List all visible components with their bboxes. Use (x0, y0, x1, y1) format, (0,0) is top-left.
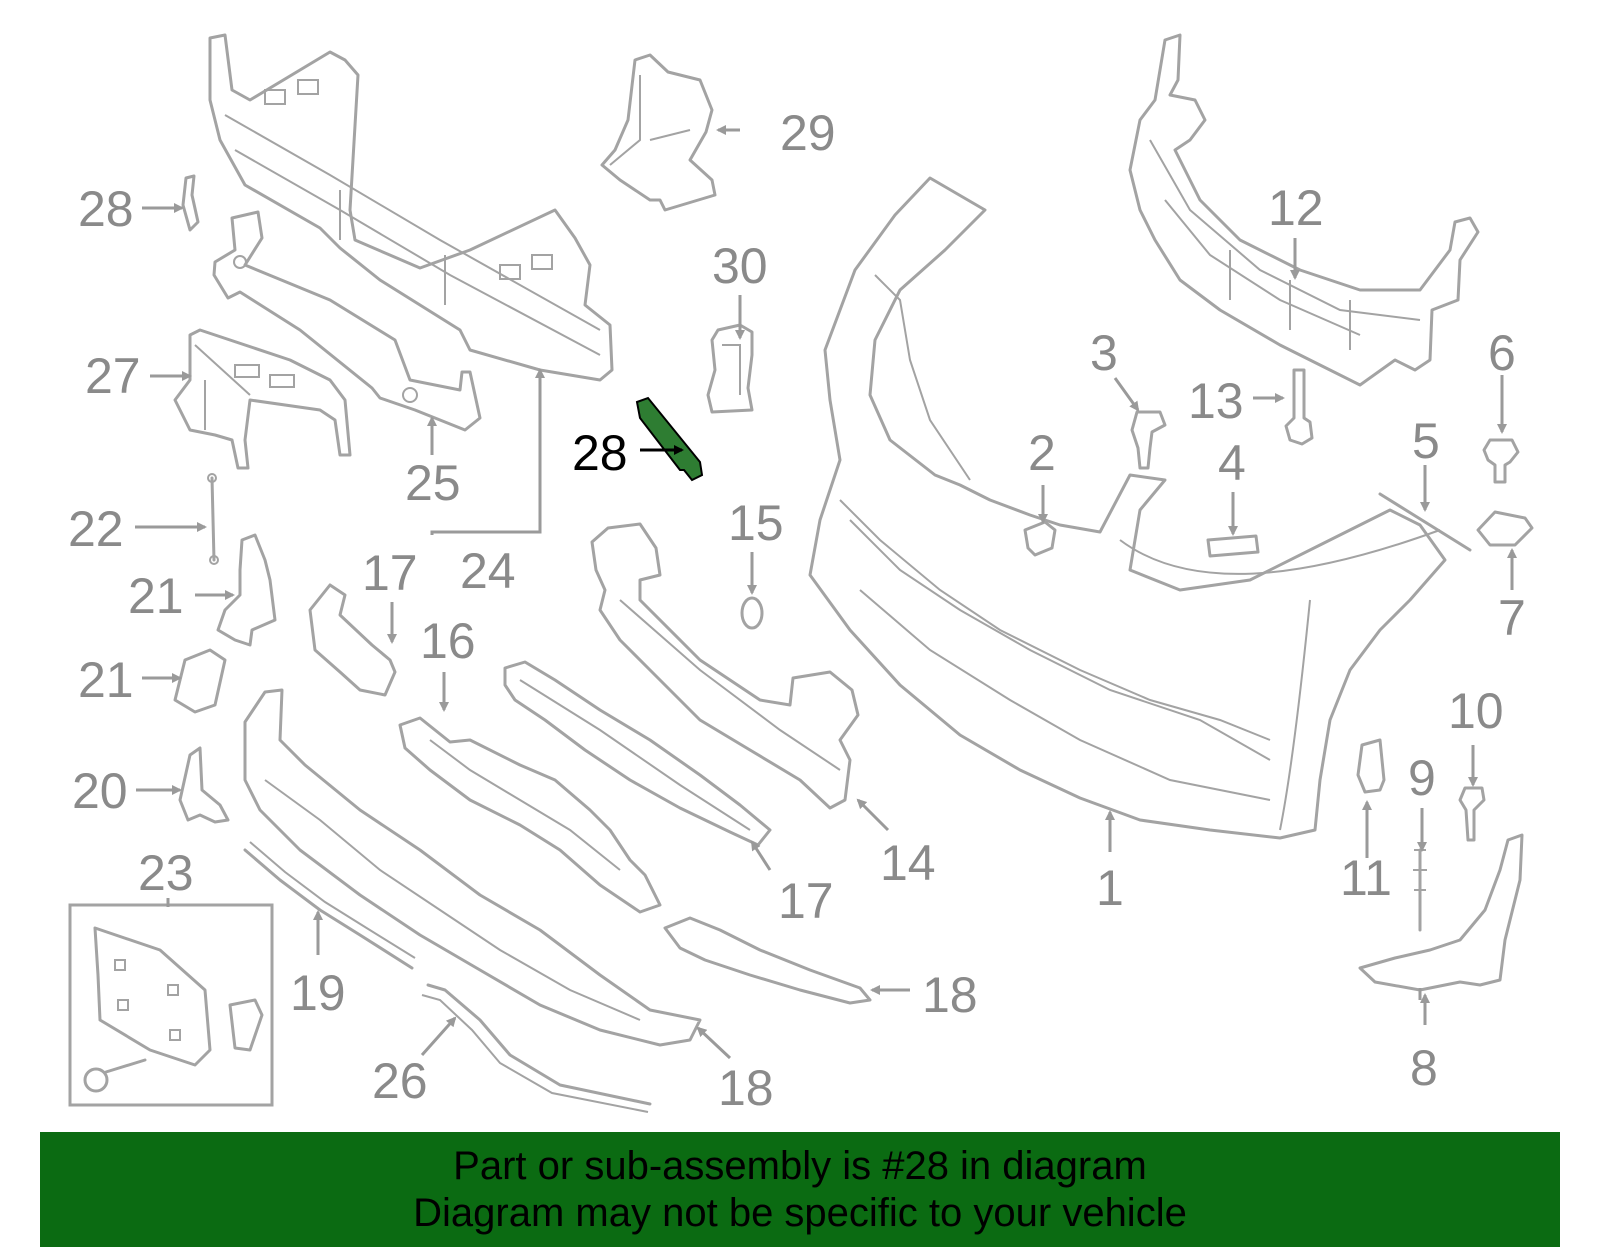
callout-8: 8 (1410, 1040, 1438, 1096)
callout-10: 10 (1448, 683, 1504, 739)
part-16-grille (398, 716, 662, 914)
callout-3: 3 (1090, 325, 1118, 381)
callout-11: 11 (1340, 850, 1392, 906)
part-6-bolt (1482, 438, 1520, 484)
callout-17: 17 (778, 873, 834, 929)
callout-18-lower: 18 (922, 967, 978, 1023)
callout-4: 4 (1218, 435, 1246, 491)
callout-13: 13 (1188, 373, 1244, 429)
banner-line-2: Diagram may not be specific to your vehi… (413, 1190, 1187, 1235)
part-31-air-guide (600, 53, 717, 212)
part-5-strip (1378, 492, 1472, 552)
part-25-license-bracket-box (68, 903, 274, 1107)
part-30-clip (181, 174, 200, 232)
callout-14: 14 (880, 835, 936, 891)
callout-28-highlighted: 28 (572, 425, 628, 481)
part-15-grommet (740, 596, 764, 630)
part-24-rod (210, 476, 216, 562)
banner-line-1: Part or sub-assembly is #28 in diagram (453, 1143, 1147, 1188)
callout-23: 21 (128, 568, 184, 624)
callout-29: 27 (85, 348, 141, 404)
part-21-bracket (178, 746, 230, 824)
info-banner: Part or sub-assembly is #28 in diagram D… (40, 1132, 1560, 1247)
part-12-absorber (1128, 33, 1480, 387)
part-13-bolt (1284, 368, 1314, 446)
part-3-push-pin (1130, 410, 1167, 470)
callout-16: 16 (420, 613, 476, 669)
callout-32: 30 (712, 238, 768, 294)
callout-20: 19 (290, 965, 346, 1021)
callout-labels: 29 28 30 27 25 24 22 21 21 20 23 19 26 1… (68, 105, 1526, 1116)
part-11-bracket (1356, 738, 1386, 794)
callout-21-left: 20 (72, 763, 128, 819)
part-21-lower-molding (426, 983, 652, 1106)
part-4-pad (1206, 534, 1260, 558)
callout-27: 25 (405, 455, 461, 511)
leader-lines (135, 125, 1517, 1060)
callout-7: 7 (1498, 590, 1526, 646)
part-29-bracket (173, 328, 352, 470)
callout-2: 2 (1028, 425, 1056, 481)
part-23-bracket (216, 533, 277, 647)
part-18-lower-trim (663, 916, 872, 1005)
callout-24: 22 (68, 501, 124, 557)
part-8-bracket (1358, 833, 1524, 992)
callout-5: 5 (1412, 413, 1440, 469)
callout-21-bottom: 26 (372, 1053, 428, 1109)
callout-6: 6 (1488, 325, 1516, 381)
part-27-lower-bar (212, 210, 482, 432)
part-18-upper-trim (308, 583, 397, 697)
callout-18-upper: 17 (362, 545, 418, 601)
part-32-bracket (706, 323, 754, 414)
callout-22: 21 (78, 652, 134, 708)
callout-26: 24 (460, 543, 516, 599)
part-26-bumper-reinforcement (208, 33, 614, 382)
callout-31: 29 (780, 105, 836, 161)
callout-25: 23 (138, 845, 194, 901)
part-22-bracket (173, 648, 227, 714)
callout-12: 12 (1268, 180, 1324, 236)
part-7-nut (1476, 510, 1534, 547)
part-14-energy-absorber (590, 522, 860, 810)
callout-30: 28 (78, 181, 134, 237)
part-2-clip (1023, 520, 1057, 557)
callout-19: 18 (718, 1060, 774, 1116)
part-28-highlighted (635, 396, 704, 482)
part-19-lower-grille (243, 688, 702, 1047)
callout-1: 1 (1096, 860, 1124, 916)
part-1-bumper-cover (808, 176, 1447, 840)
callout-9: 9 (1408, 750, 1436, 806)
part-10-clip (1458, 786, 1486, 842)
callout-15: 15 (728, 495, 784, 551)
